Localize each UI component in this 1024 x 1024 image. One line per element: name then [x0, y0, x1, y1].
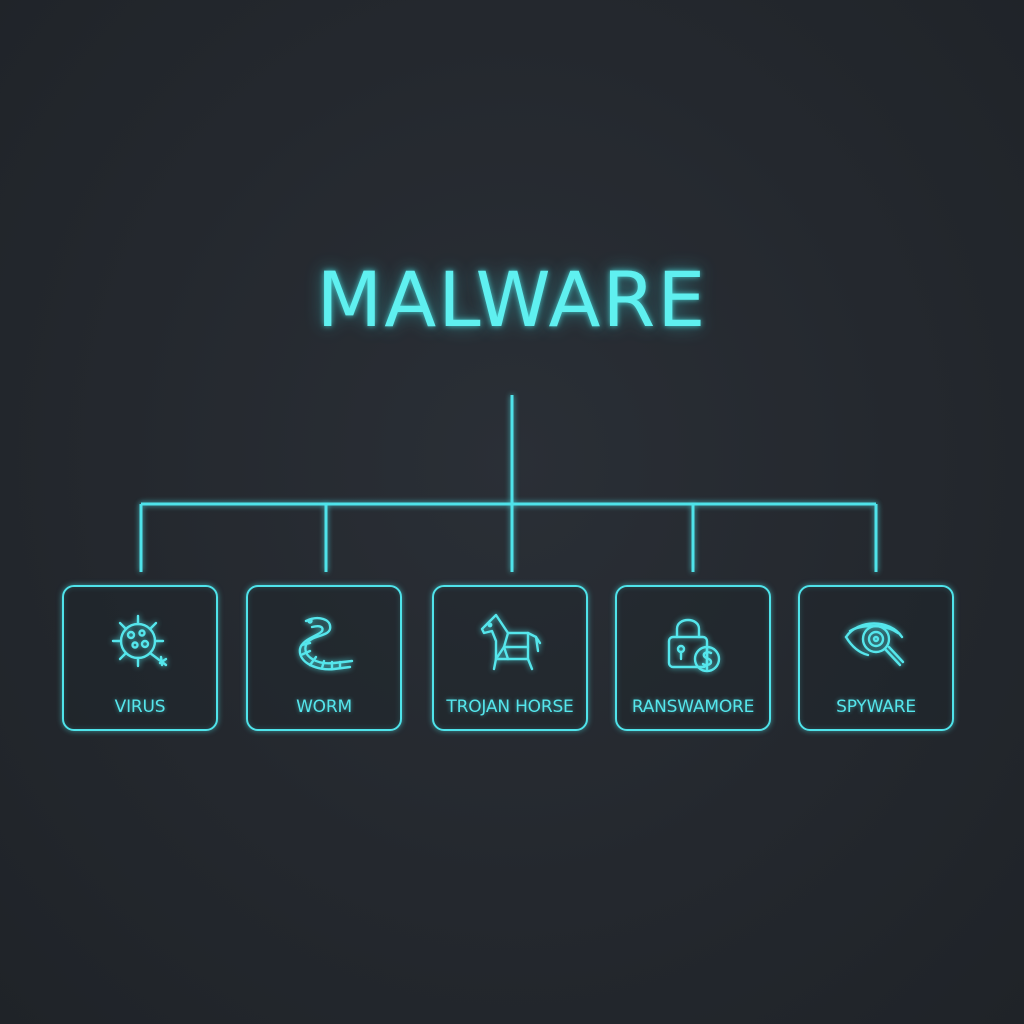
node-spyware[interactable]: SPYWARE — [798, 585, 954, 731]
node-trojan-horse[interactable]: TROJAN HORSE — [432, 585, 588, 731]
node-label: SPYWARE — [836, 697, 916, 717]
node-worm[interactable]: WORM — [246, 585, 402, 731]
padlock-dollar-icon — [617, 607, 769, 677]
diagram-title: MALWARE — [316, 255, 708, 344]
node-label: WORM — [296, 697, 352, 717]
node-label: RANSWAMORE — [631, 697, 755, 717]
node-label: TROJAN HORSE — [446, 697, 574, 717]
worm-icon — [248, 607, 400, 677]
node-label: VIRUS — [114, 697, 166, 717]
node-virus[interactable]: VIRUS — [62, 585, 218, 731]
trojan-horse-icon — [434, 607, 586, 677]
node-ransomware[interactable]: RANSWAMORE — [615, 585, 771, 731]
eye-magnifier-icon — [800, 607, 952, 677]
virus-icon — [64, 607, 216, 677]
